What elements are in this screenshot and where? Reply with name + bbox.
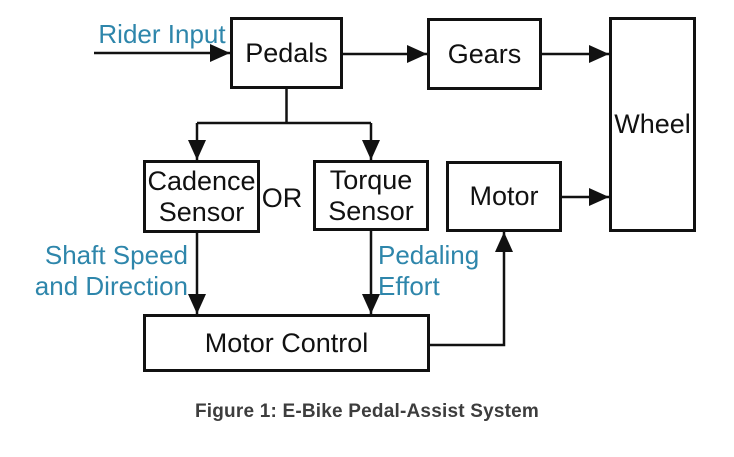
block-wheel: Wheel [609, 17, 696, 232]
connector-pedals-branch [197, 89, 371, 125]
block-motor-control: Motor Control [143, 314, 430, 372]
block-cadence-sensor: Cadence Sensor [143, 160, 260, 233]
block-gears: Gears [427, 18, 542, 90]
annotation-pedaling-effort: Pedaling Effort [378, 240, 480, 301]
block-motor: Motor [446, 161, 562, 232]
connector-motor-control-to-motor [430, 232, 513, 347]
or-label: OR [261, 183, 303, 213]
figure-caption: Figure 1: E-Bike Pedal-Assist System [194, 401, 540, 422]
annotation-rider-input: Rider Input [98, 19, 226, 49]
block-pedals: Pedals [230, 17, 343, 89]
block-torque-sensor: Torque Sensor [313, 160, 429, 231]
annotation-shaft-speed-direction: Shaft Speed and Direction [34, 240, 188, 301]
